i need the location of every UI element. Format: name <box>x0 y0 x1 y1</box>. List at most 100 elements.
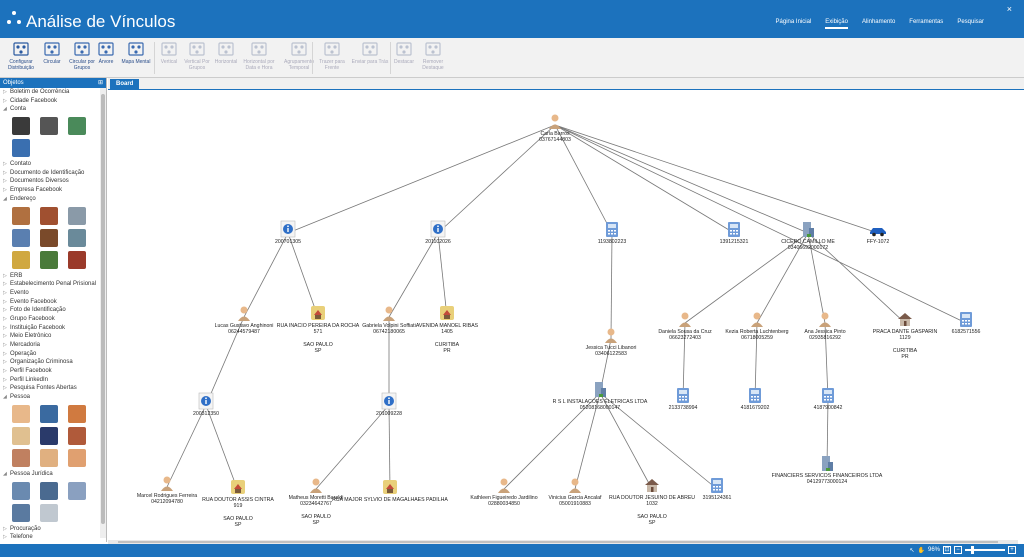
tree-item-estabelecimento-penal-prisional[interactable]: ▷Estabelecimento Penal Prisional <box>0 280 100 289</box>
pessoa-type-icon[interactable] <box>12 448 30 467</box>
menu-pesquisar[interactable]: Pesquisar <box>957 19 984 25</box>
edge-rsl-addr5[interactable] <box>599 392 653 490</box>
graph-node-phone[interactable]: 4187900842 <box>768 386 888 411</box>
tree-item-evento[interactable]: ▷Evento <box>0 289 100 298</box>
expanded-arrow-icon[interactable]: ◢ <box>3 394 7 401</box>
tree-item-procuracao[interactable]: ▷Procuração <box>0 525 100 534</box>
zoom-out-button[interactable]: − <box>954 546 962 554</box>
tree-item-evento-facebook[interactable]: ▷Evento Facebook <box>0 298 100 307</box>
edge-rsl-kathleen[interactable] <box>503 392 601 490</box>
ribbon-horizontal-por-data-e-hora-button[interactable]: Horizontal por Data e Hora <box>242 41 276 71</box>
edge-bo4-addr4[interactable] <box>388 404 391 492</box>
graph-node-car[interactable]: FFY-1072 <box>818 220 938 245</box>
zoom-slider[interactable] <box>965 546 1005 554</box>
tree-item-grupo-facebook[interactable]: ▷Grupo Facebook <box>0 315 100 324</box>
collapsed-arrow-icon[interactable]: ▷ <box>3 333 7 340</box>
edge-cicero-ana[interactable] <box>807 232 826 324</box>
ribbon-remover-destaque-button[interactable]: Remover Destaque <box>420 41 446 71</box>
graph-node-phone[interactable]: 2133738994 <box>623 386 743 411</box>
hand-icon[interactable]: ✋ <box>917 547 925 554</box>
edge-t6-financiers[interactable] <box>826 398 829 468</box>
pessoa-type-icon[interactable] <box>68 404 86 423</box>
tree-item-pessoa[interactable]: ◢Pessoa <box>0 393 100 402</box>
tree-item-erb[interactable]: ▷ERB <box>0 272 100 281</box>
tree-item-boletim-de-ocorrencia[interactable]: ▷Boletim de Ocorrência <box>0 88 100 97</box>
edge-bo4-matheus[interactable] <box>315 404 390 490</box>
pessoa-juridica-type-icon[interactable] <box>12 481 30 500</box>
collapsed-arrow-icon[interactable]: ▷ <box>3 281 7 288</box>
fit-icon[interactable]: ⊡ <box>943 546 951 554</box>
pessoa-type-icon[interactable] <box>68 426 86 445</box>
edge-t1-jessica[interactable] <box>610 232 613 340</box>
tree-item-operacao[interactable]: ▷Operação <box>0 350 100 359</box>
objects-scrollbar[interactable] <box>100 88 106 538</box>
conta-type-icon[interactable] <box>12 117 30 136</box>
collapsed-arrow-icon[interactable]: ▷ <box>3 272 7 279</box>
menu-pagina-inicial[interactable]: Página Inicial <box>775 19 812 25</box>
pessoa-type-icon[interactable] <box>12 426 30 445</box>
collapsed-arrow-icon[interactable]: ▷ <box>3 376 7 383</box>
pessoa-juridica-type-icon[interactable] <box>40 481 58 500</box>
graph-node-info[interactable]: 201009228 <box>329 392 449 417</box>
ribbon-destacar-button[interactable]: Destacar <box>394 41 414 65</box>
tree-item-documentos-diversos[interactable]: ▷Documentos Diversos <box>0 177 100 186</box>
menu-ferramentas[interactable]: Ferramentas <box>909 19 944 25</box>
tree-item-perfil-linkedin[interactable]: ▷Perfil LinkedIn <box>0 376 100 385</box>
ribbon-mapa-mental-button[interactable]: Mapa Mental <box>120 41 152 65</box>
collapsed-arrow-icon[interactable]: ▷ <box>3 350 7 357</box>
menu-exibicao[interactable]: Exibição <box>825 19 848 29</box>
pessoa-juridica-type-icon[interactable] <box>68 481 86 500</box>
expanded-arrow-icon[interactable]: ◢ <box>3 106 7 113</box>
graph-node-info[interactable]: 200312350 <box>146 392 266 417</box>
ribbon-arvore-button[interactable]: Árvore <box>96 41 116 65</box>
graph-node-info[interactable]: 201102026 <box>378 220 498 245</box>
edge-cicero-daniela[interactable] <box>684 232 809 324</box>
tree-item-conta[interactable]: ◢Conta <box>0 105 100 114</box>
edge-bo3-addr3[interactable] <box>205 404 239 492</box>
collapsed-arrow-icon[interactable]: ▷ <box>3 187 7 194</box>
cursor-icon[interactable]: ↖ <box>909 547 915 554</box>
collapsed-arrow-icon[interactable]: ▷ <box>3 359 7 366</box>
collapsed-arrow-icon[interactable]: ▷ <box>3 315 7 322</box>
endereco-type-icon[interactable] <box>68 250 86 269</box>
conta-type-icon[interactable] <box>68 117 86 136</box>
collapsed-arrow-icon[interactable]: ▷ <box>3 525 7 532</box>
graph-node-address[interactable]: RUA MAJOR SYLVIO DE MAGALHAES PADILHA <box>330 478 450 503</box>
pessoa-juridica-type-icon[interactable] <box>40 503 58 522</box>
edge-bo1-addr1[interactable] <box>287 232 319 318</box>
collapsed-arrow-icon[interactable]: ▷ <box>3 324 7 331</box>
edge-bo2-addr2[interactable] <box>437 232 448 318</box>
edge-cicero-kezia[interactable] <box>756 232 809 324</box>
collapsed-arrow-icon[interactable]: ▷ <box>3 534 7 540</box>
graph-node-phone[interactable]: 3195124361 <box>657 476 777 501</box>
edge-carla-car[interactable] <box>554 124 879 234</box>
tree-item-endereco[interactable]: ◢Endereço <box>0 195 100 204</box>
endereco-type-icon[interactable] <box>12 228 30 247</box>
scrollbar-thumb[interactable] <box>118 541 998 543</box>
collapsed-arrow-icon[interactable]: ▷ <box>3 169 7 176</box>
ribbon-circular-por-grupos-button[interactable]: Circular por Grupos <box>66 41 98 71</box>
graph-node-info[interactable]: 200701305 <box>228 220 348 245</box>
ribbon-enviar-para-tras-button[interactable]: Enviar para Trás <box>350 41 390 65</box>
pessoa-type-icon[interactable] <box>40 426 58 445</box>
ribbon-configurar-distribuicao-button[interactable]: Configurar Distribuição <box>4 41 38 71</box>
edge-rsl-t7[interactable] <box>599 392 718 490</box>
endereco-type-icon[interactable] <box>40 206 58 225</box>
zoom-in-button[interactable]: + <box>1008 546 1016 554</box>
pin-icon[interactable]: ⊞ <box>97 80 103 86</box>
pessoa-type-icon[interactable] <box>68 448 86 467</box>
collapsed-arrow-icon[interactable]: ▷ <box>3 307 7 314</box>
